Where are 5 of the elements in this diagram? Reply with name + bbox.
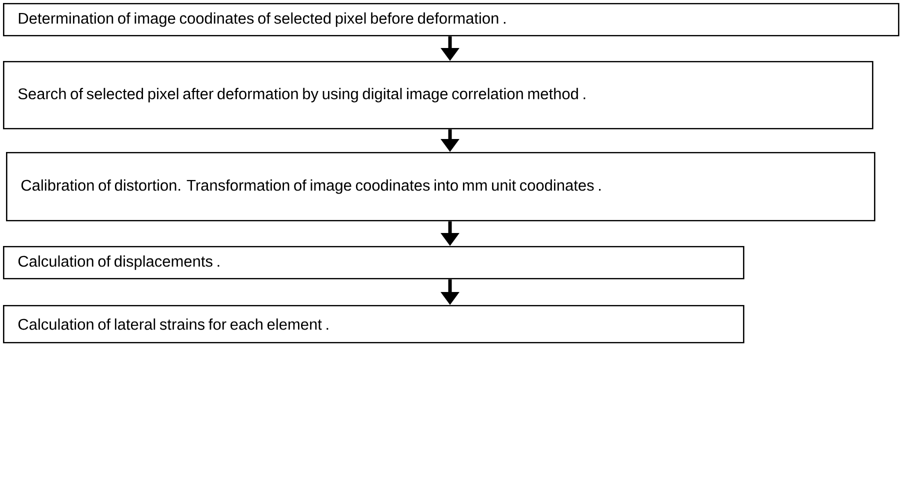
process-box: Calculation of displacements . [3, 246, 744, 280]
process-box: Calibration of distortion. Transformation of image coodinates into mm unit coodinates . [6, 152, 876, 222]
process-box: Determination of image coodinates of selected pixel before deformation . [3, 3, 900, 36]
process-box: Calculation of lateral strains for each element . [3, 305, 744, 344]
process-box: Search of selected pixel after deformation by using digital image correlation method . [3, 61, 874, 130]
